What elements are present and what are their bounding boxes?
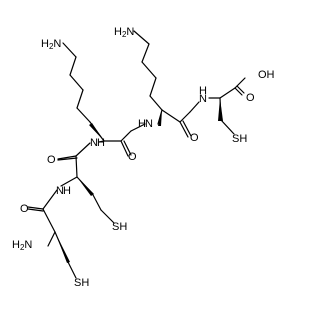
molecule-canvas: H2N H2N H2N OH O O O O O N H N H N H N H… bbox=[12, 26, 275, 289]
nterm-amine-label: H2N bbox=[12, 239, 32, 252]
atom-labels: H2N H2N H2N OH O O O O O N H N H N H N H… bbox=[12, 26, 275, 289]
amide-n-label-3: N bbox=[90, 137, 98, 149]
lys2-amine-label: H2N bbox=[114, 26, 134, 39]
amide-n-label-2: N bbox=[199, 93, 207, 105]
stereo-wedges bbox=[55, 98, 223, 263]
amide-h-label-3: H bbox=[97, 137, 105, 149]
lys1-amine-label: H2N bbox=[41, 38, 61, 51]
amide-o-label-4: O bbox=[47, 154, 56, 166]
thiol-sh-label-2: SH bbox=[112, 221, 127, 233]
thiol-sh-label-3: SH bbox=[74, 277, 89, 289]
amide-n-label-1: N bbox=[145, 118, 153, 130]
amide-h-label-4: H bbox=[63, 185, 71, 197]
amide-n-label-4: N bbox=[56, 185, 64, 197]
amide-h-label-1: H bbox=[138, 118, 146, 130]
acid-oh-label: OH bbox=[258, 69, 275, 81]
acid-o-label: O bbox=[246, 92, 255, 104]
amide-o-label-3: O bbox=[20, 203, 29, 215]
amide-h-label-2: H bbox=[199, 85, 207, 97]
thiol-sh-label-1: SH bbox=[232, 133, 247, 145]
amide-o-label-1: O bbox=[128, 151, 137, 163]
amide-o-label-2: O bbox=[190, 132, 199, 144]
molecule-structure: H2N H2N H2N OH O O O O O N H N H N H N H… bbox=[12, 26, 275, 289]
